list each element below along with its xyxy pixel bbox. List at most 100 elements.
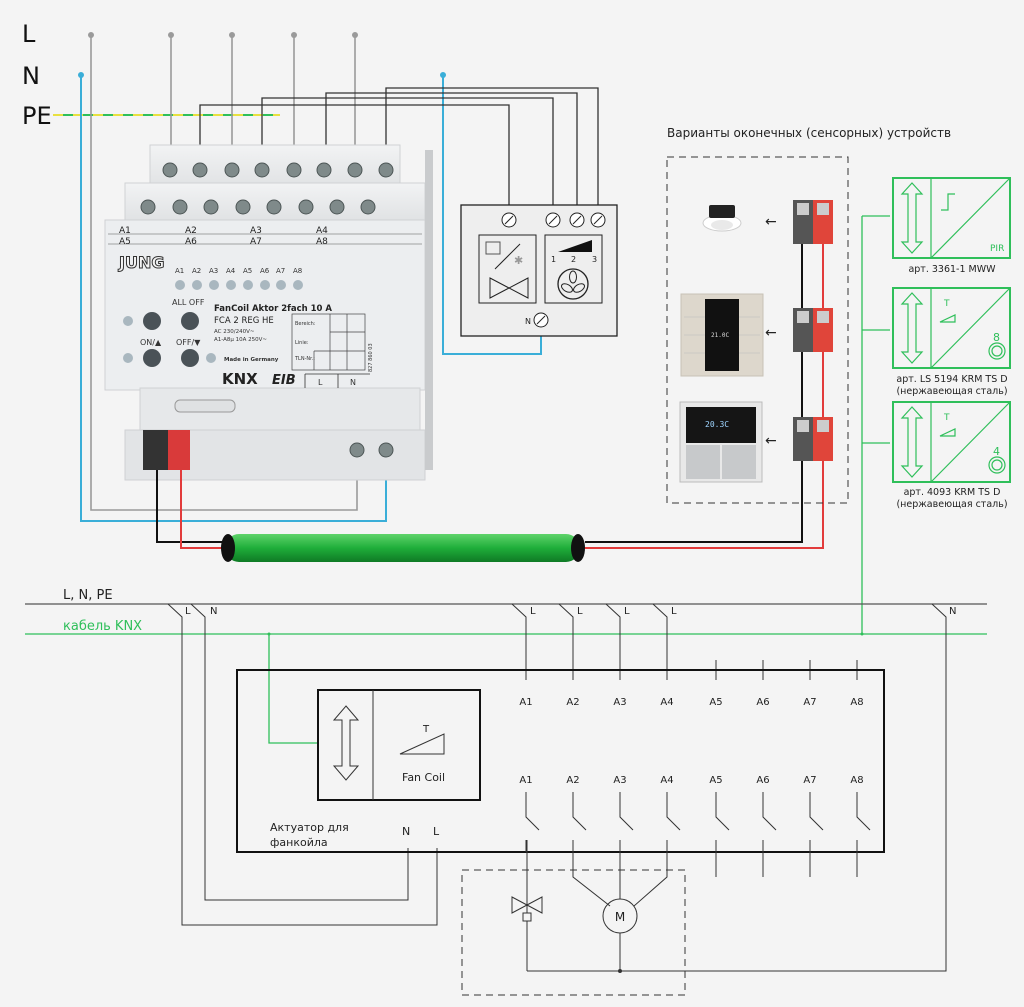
knx-terminals: [793, 200, 833, 461]
tap-label: L: [530, 606, 536, 617]
off-label: OFF/▼: [176, 338, 201, 347]
mains-L-label: L: [22, 20, 36, 48]
fan-coil-label: Fan Coil: [402, 771, 445, 784]
sensor-material: (нержавеющая сталь): [896, 386, 1007, 397]
bidirectional-arrow-icon: [332, 705, 360, 781]
output-label-top: A7: [803, 697, 816, 708]
output-label-top: A6: [756, 697, 769, 708]
output-label-top: A5: [709, 697, 722, 708]
led-label: A6: [260, 267, 270, 275]
relay-contact: [572, 792, 587, 831]
ch-label: A7: [250, 237, 262, 247]
led-label: A3: [209, 267, 218, 275]
heater-icon: [485, 241, 501, 255]
tap-label: L: [577, 606, 583, 617]
valve-icon: [489, 277, 529, 299]
speed-ramp-icon: [558, 240, 592, 252]
pir-sensor-photo: [702, 205, 742, 232]
jung-logo: JUNG: [118, 253, 164, 272]
led-label: A7: [276, 267, 285, 275]
device-spec: AC 230/240V~: [214, 329, 255, 335]
temp-label: T: [943, 413, 950, 423]
ch-label: A1: [119, 226, 131, 236]
fancoil-controller-block: [317, 689, 481, 801]
button-count: 8: [993, 331, 1000, 344]
krm-thermostat-photo: 20.3C: [679, 401, 763, 483]
sensor-material: (нержавеющая сталь): [896, 499, 1007, 510]
field-label: TLN-Nr.:: [294, 356, 315, 362]
arrow-left-icon: ←: [765, 325, 777, 341]
led-label: A5: [243, 267, 252, 275]
ch-label: A4: [316, 226, 328, 236]
knx-branch-lines: [861, 215, 890, 634]
device-title: FanCoil Aktor 2fach 10 A: [214, 304, 332, 314]
input-L: L: [433, 825, 440, 838]
sensor-article: арт. LS 5194 KRM TS D: [896, 374, 1007, 385]
arrow-left-icon: ←: [765, 214, 777, 230]
term-L: L: [318, 378, 323, 387]
relay-contact: [856, 792, 871, 831]
term-N: N: [350, 378, 356, 387]
fancoil-load-box: [461, 869, 686, 996]
temperature-ramp-icon: [399, 733, 445, 755]
tap-label: L: [185, 606, 191, 617]
output-label-bottom: A3: [613, 775, 626, 786]
all-off-label: ALL OFF: [172, 298, 205, 307]
sensor-article: арт. 4093 KRM TS D: [904, 487, 1001, 498]
arrow-left-icon: ←: [765, 433, 777, 449]
button-count: 4: [993, 445, 1000, 458]
speed-label: 2: [571, 255, 576, 264]
field-label: Bereich:: [295, 321, 316, 327]
temp-label: T: [943, 299, 950, 309]
relay-contact: [715, 792, 730, 831]
relay-contact: [525, 792, 540, 831]
ch-label: A5: [119, 237, 131, 247]
sensor-symbol-ls: [892, 287, 1011, 369]
sensor-article: арт. 3361-1 MWW: [908, 264, 996, 275]
device-model: FCA 2 REG HE: [214, 316, 274, 326]
thermostat-display: 21.0C: [711, 332, 729, 339]
mains-PE-label: PE: [22, 102, 52, 130]
neutral-drops: [80, 75, 542, 522]
output-label-bottom: A4: [660, 775, 673, 786]
pir-label: PIR: [990, 244, 1004, 254]
knx-logo: KNX: [222, 370, 258, 388]
mains-N-label: N: [22, 62, 40, 90]
speed-label: 3: [592, 255, 597, 264]
field-label: Linie:: [295, 340, 309, 346]
led-label: A2: [192, 267, 201, 275]
serial-number: 827 860 03: [368, 343, 374, 372]
output-label-top: A3: [613, 697, 626, 708]
output-label-top: A1: [519, 697, 532, 708]
relay-contact: [619, 792, 634, 831]
output-label-bottom: A6: [756, 775, 769, 786]
tap-label: L: [624, 606, 630, 617]
on-label: ON/▲: [140, 338, 162, 347]
tap-label: L: [671, 606, 677, 617]
output-label-top: A4: [660, 697, 673, 708]
ch-label: A3: [250, 226, 262, 236]
fan-icon: [557, 268, 589, 300]
led-label: A8: [293, 267, 302, 275]
eib-logo: EIB: [272, 373, 296, 388]
output-label-bottom: A7: [803, 775, 816, 786]
snowflake-icon: ✱: [514, 254, 523, 267]
power-bus-label: L, N, PE: [63, 588, 113, 603]
ch-label: A2: [185, 226, 197, 236]
speed-label: 1: [551, 255, 556, 264]
sensor-symbol-krm: [892, 401, 1011, 483]
temp-label: T: [422, 724, 430, 735]
led-label: A1: [175, 267, 184, 275]
device-buttons: [143, 312, 199, 367]
knx-cable: [225, 534, 580, 562]
actuator-label: фанкойла: [270, 836, 328, 849]
actuator-label: Актуатор для: [270, 821, 349, 834]
input-N: N: [402, 825, 410, 838]
ls-thermostat-photo: 21.0C: [680, 293, 764, 377]
output-label-top: A2: [566, 697, 579, 708]
relay-contact: [809, 792, 824, 831]
bidirectional-arrow-icon: [900, 182, 924, 478]
valve-symbol: [511, 896, 543, 914]
output-label-bottom: A2: [566, 775, 579, 786]
